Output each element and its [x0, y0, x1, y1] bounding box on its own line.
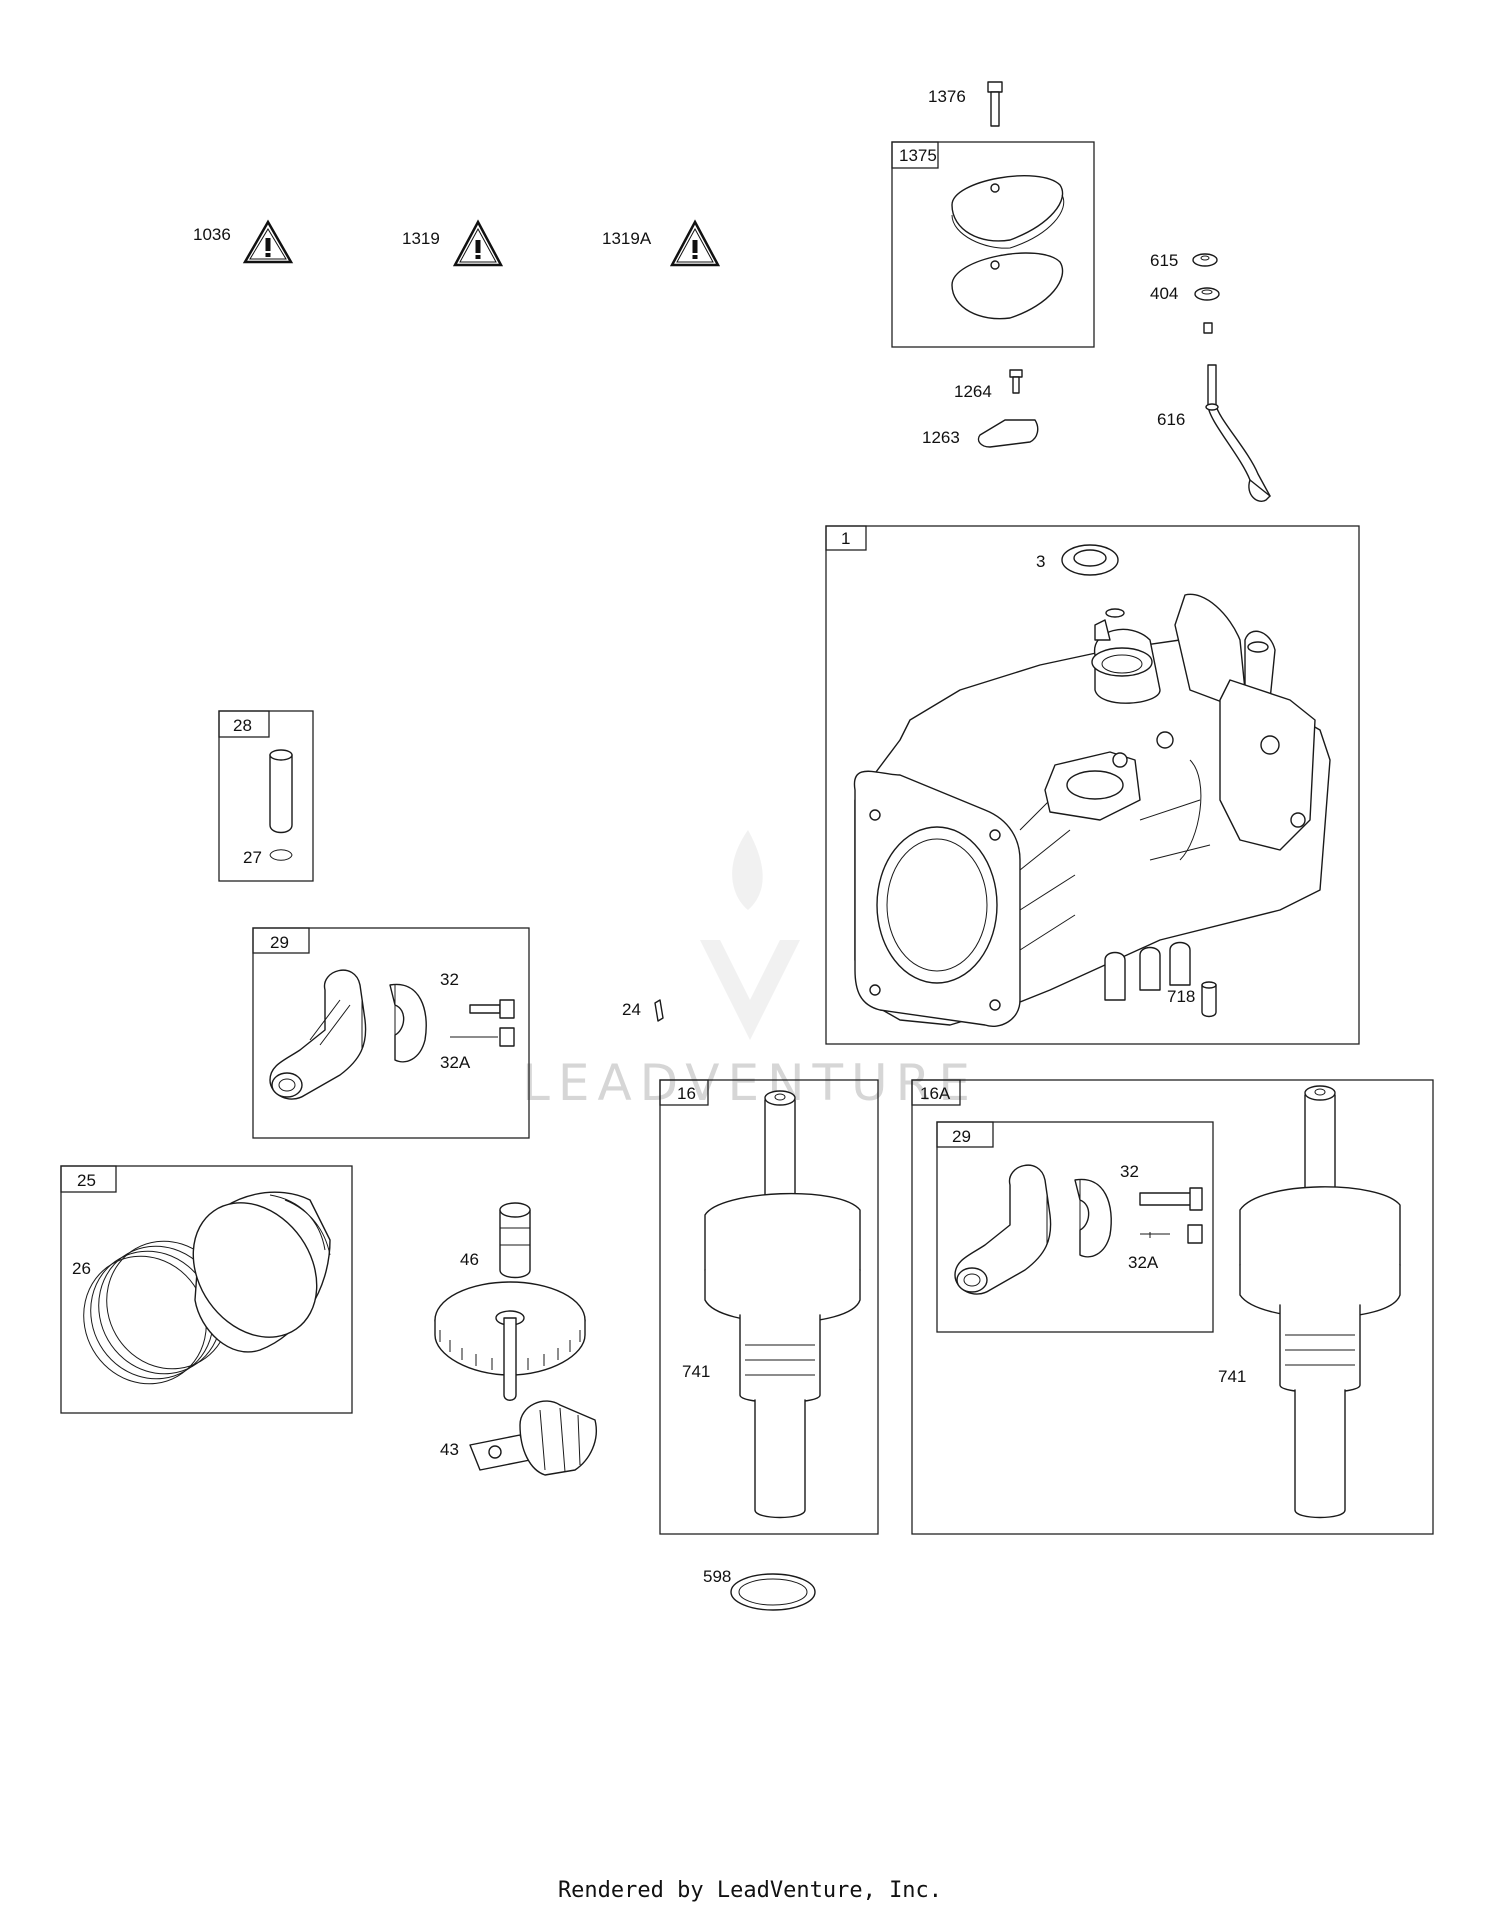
label-1: 1 — [841, 529, 850, 548]
label-1319a: 1319A — [602, 229, 652, 248]
label-1319: 1319 — [402, 229, 440, 248]
frame-1 — [825, 525, 1360, 1045]
tag-28 — [218, 710, 270, 738]
frame-29b — [936, 1121, 1214, 1333]
tag-25 — [60, 1165, 117, 1193]
label-32ab: 32A — [1128, 1253, 1159, 1272]
label-741: 741 — [682, 1362, 710, 1381]
watermark-text: LEADVENTURE — [522, 1054, 978, 1112]
watermark-logo — [700, 830, 800, 1040]
pin-24 — [654, 999, 664, 1022]
frame-29 — [252, 927, 530, 1139]
connecting-rod-29b — [954, 1164, 1112, 1295]
label-1375: 1375 — [899, 146, 937, 165]
dipstick-tube-616 — [1205, 364, 1271, 502]
label-27: 27 — [243, 848, 262, 867]
tag-1 — [825, 525, 867, 551]
seal-3 — [1061, 544, 1119, 576]
frame-25 — [60, 1165, 353, 1414]
label-718: 718 — [1167, 987, 1195, 1006]
label-29: 29 — [270, 933, 289, 952]
nut-615 — [1192, 253, 1218, 267]
label-25: 25 — [77, 1171, 96, 1190]
label-1264: 1264 — [954, 382, 992, 401]
bolt-32 — [450, 999, 515, 1047]
footer-credit: Rendered by LeadVenture, Inc. — [557, 1878, 943, 1903]
label-1036: 1036 — [193, 225, 231, 244]
label-16a: 16A — [920, 1084, 951, 1103]
warning-icon-1036 — [242, 219, 294, 264]
washer-404 — [1194, 287, 1220, 301]
piston-25 — [192, 1191, 331, 1353]
label-616: 616 — [1157, 410, 1185, 429]
retainer-27 — [269, 849, 293, 861]
tag-16 — [659, 1079, 709, 1106]
cylinder-block-1 — [853, 593, 1331, 1027]
label-43: 43 — [440, 1440, 459, 1459]
label-1376: 1376 — [928, 87, 966, 106]
label-26: 26 — [72, 1259, 91, 1278]
frame-1375 — [891, 141, 1095, 348]
label-32b: 32 — [1120, 1162, 1139, 1181]
crankshaft-16 — [704, 1090, 861, 1519]
label-615: 615 — [1150, 251, 1178, 270]
label-24: 24 — [622, 1000, 641, 1019]
label-741b: 741 — [1218, 1367, 1246, 1386]
dowel-718 — [1201, 981, 1217, 1018]
label-16: 16 — [677, 1084, 696, 1103]
tag-29b — [936, 1121, 994, 1148]
frame-16 — [659, 1079, 879, 1535]
label-32: 32 — [440, 970, 459, 989]
label-404: 404 — [1150, 284, 1178, 303]
screw-1264 — [1009, 369, 1023, 394]
baffle-1375 — [951, 175, 1065, 320]
piston-pin-28 — [269, 749, 293, 834]
tag-16a — [911, 1079, 961, 1106]
tag-1375 — [891, 141, 939, 169]
label-598: 598 — [703, 1567, 731, 1586]
label-3: 3 — [1036, 552, 1045, 571]
label-29b: 29 — [952, 1127, 971, 1146]
warning-icon-1319 — [452, 219, 504, 267]
tag-29 — [252, 927, 310, 954]
plug-616 — [1203, 322, 1213, 334]
frame-16a — [911, 1079, 1434, 1535]
camshaft-46 — [434, 1202, 586, 1401]
label-46: 46 — [460, 1250, 479, 1269]
gasket-598 — [730, 1573, 816, 1611]
plate-1263 — [977, 419, 1039, 448]
crankshaft-16a — [1239, 1085, 1401, 1519]
connecting-rod-29 — [269, 969, 427, 1100]
label-1263: 1263 — [922, 428, 960, 447]
governor-43 — [469, 1400, 597, 1476]
label-28: 28 — [233, 716, 252, 735]
warning-icon-1319a — [669, 219, 721, 267]
bolt-32b — [1139, 1187, 1203, 1244]
label-32a: 32A — [440, 1053, 471, 1072]
bolt-1376 — [987, 81, 1003, 127]
